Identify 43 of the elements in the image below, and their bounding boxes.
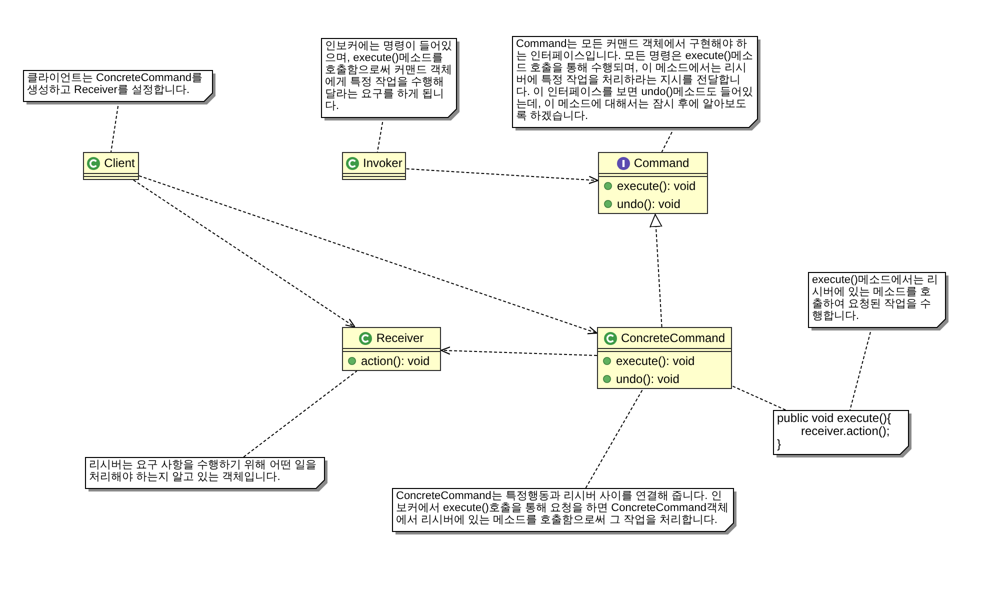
method-signature: execute(): void [617,179,696,193]
method-signature: action(): void [361,354,430,368]
note-text: ConcreteCommand는 특정행동과 리시버 사이를 연결해 줍니다. 인보커에서 execute()호출을 통해 요청을 하면 ConcreteCommand객체에서 리시버에 있는 메소드를 호출함으로써 그 작업을 처리합니다. [396,490,730,526]
method-signature: execute(): void [616,354,695,368]
class-box [597,327,732,389]
dashed-arrow [138,175,598,334]
class-box [342,327,441,371]
class-box [598,152,708,214]
note [23,70,217,106]
note [85,457,329,493]
dashed-connector [376,122,384,152]
dashed-arrow [440,346,598,356]
dashed-connector [661,132,672,152]
code-line: public void execute(){ [777,412,892,425]
note-text: 리시버는 요구 사항을 수행하기 위해 어떤 일을 처리해야 하는지 알고 있는 객체입니다. [89,459,318,483]
method-signature: undo(): void [616,372,680,386]
note-text: Command는 모든 커맨드 객체에서 구현해야 하는 인터페이스입니다. 모든 명령은 execute()메소드 호출을 통해 수행되며, 이 메소드에서는 리시버에 특정 작업을 처리하라는 지시를 전달합니다. 이 인터페이스를 보면 undo()메소드도 들어있는데, 이 메소드에 대해서는 잠시 후에 알아보도록 하겠습니다. [516,38,754,122]
code-note [773,410,913,459]
class-name: Client [104,156,135,170]
class-name: Command [634,156,690,170]
dashed-arrow [406,168,599,184]
note-text: 클라이언트는 ConcreteCommand를 생성하고 Receiver를 설정합니다. [27,72,204,96]
class-name: ConcreteCommand [620,331,726,345]
dashed-connector [585,388,644,488]
note [808,272,950,332]
dashed-connector [732,385,786,410]
class-box [83,152,139,180]
code-line: } [777,438,782,451]
class-name: Receiver [376,331,424,345]
note-text: execute()메소드에서는 리시버에 있는 메소드를 호출하여 요청된 작업을 수행합니다. [812,274,939,322]
note [392,488,738,536]
class-box [342,152,406,180]
dashed-connector [243,370,358,458]
realization-arrow [650,214,662,328]
note-text: 인보커에는 명령이 들어있으며, execute()메소드를 호출함으로써 커맨드 객체에게 특정 작업을 수행해 달라는 요구를 하게 됩니다. [325,40,453,112]
dashed-connector [110,106,119,152]
dashed-connector [850,332,871,410]
method-signature: undo(): void [617,197,680,211]
code-line: receiver.action(); [801,425,890,438]
note [512,36,762,132]
note [321,38,461,122]
dashed-arrow [132,180,356,328]
class-name: Invoker [363,156,402,170]
